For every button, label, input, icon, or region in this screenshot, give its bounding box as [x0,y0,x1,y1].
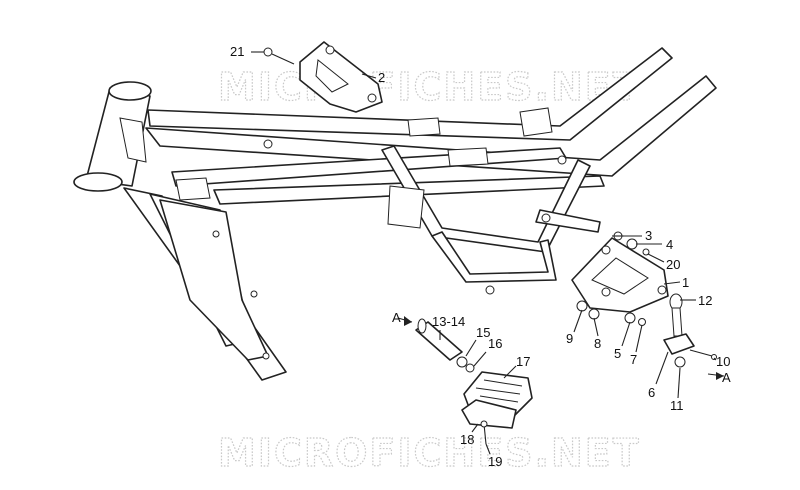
callout-5: 5 [614,346,621,361]
part-10-bolt [689,349,717,360]
callout-2: 2 [378,70,385,85]
callout-6: 6 [648,385,655,400]
part-18-peg-plate [461,399,517,429]
callout-1: 1 [682,275,689,290]
part-6-clamp [663,333,695,355]
callout-19: 19 [488,454,502,469]
callout-8: 8 [594,336,601,351]
part-11-nut [674,356,686,368]
callout-3: 3 [645,228,652,243]
callout-12: 12 [698,293,712,308]
leader-lines [251,51,717,455]
callout-9: 9 [566,331,573,346]
callout-16: 16 [488,336,502,351]
callout-11: 11 [670,398,684,413]
part-19-screw [480,420,488,445]
watermark-top: MICROFICHES.NET [218,65,641,109]
part-12-peg-pin [669,293,683,337]
callout-7: 7 [630,352,637,367]
callout-17: 17 [516,354,530,369]
callout-13-14: 13-14 [432,314,465,329]
part-1-footrest-plate [571,237,669,313]
part-2-top-bracket [299,41,383,113]
callout-4: 4 [666,237,673,252]
main-frame [73,47,717,381]
part-21-bolt [263,47,295,65]
callout-20: 20 [666,257,680,272]
parts-15-16-washers [456,356,475,373]
callout-a-left: A [392,310,401,325]
callout-a-right: A [722,370,731,385]
part-13-14-peg-rod [415,318,463,361]
callout-18: 18 [460,432,474,447]
callout-21: 21 [230,44,244,59]
arrow-a-right [707,372,725,380]
watermark-bottom: MICROFICHES.NET [218,431,641,475]
callout-15: 15 [476,325,490,340]
callout-10: 10 [716,354,730,369]
arrow-a-left [397,316,413,326]
callout-labels: 21 2 3 4 20 1 12 9 8 5 7 10 A 6 11 A 13-… [230,44,731,469]
